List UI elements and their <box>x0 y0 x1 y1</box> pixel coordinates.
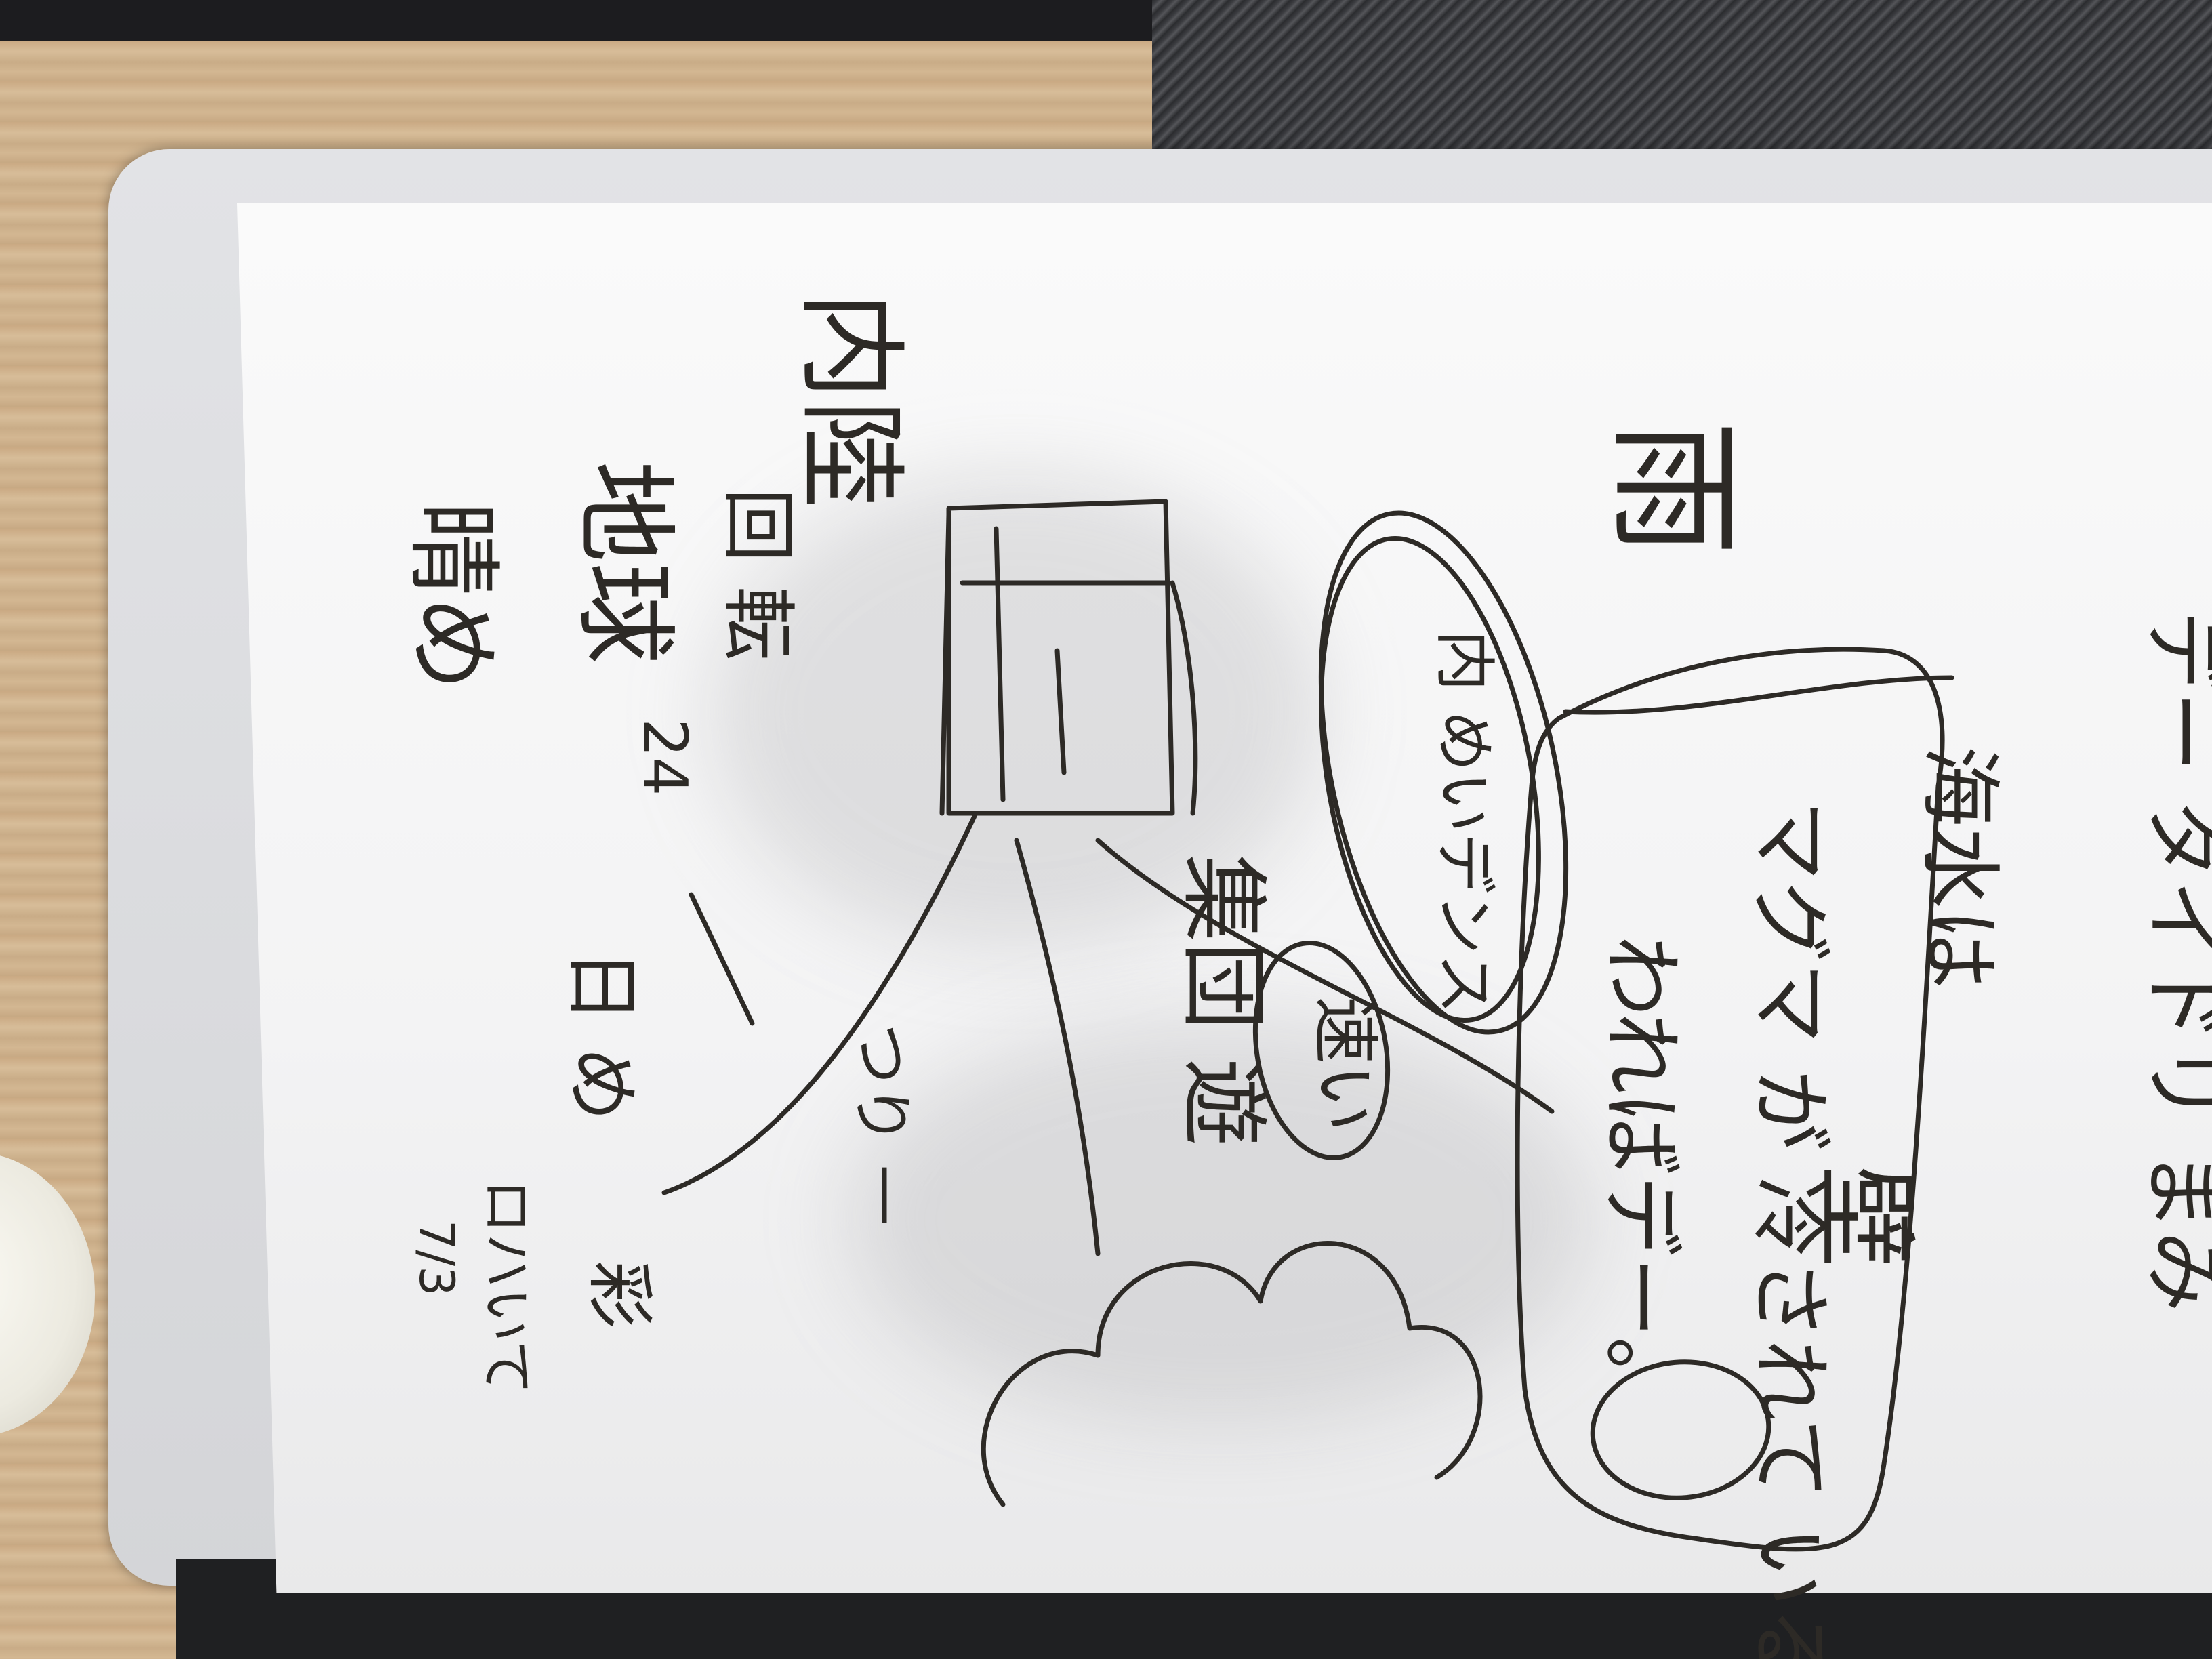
line3-text: わればデー。 <box>1593 935 1687 1418</box>
paper-sheet <box>237 203 2212 1593</box>
divider-slash <box>689 892 755 1026</box>
shuudan-text: 集団 遊 <box>1172 854 1275 1146</box>
tsuri-text: つり 一 <box>846 1023 917 1226</box>
arrow-line-1 <box>661 811 979 1195</box>
hayai-text: 速い <box>1305 996 1385 1132</box>
line1-text: 海水は <box>1912 745 2006 989</box>
heading-text: デー タイドリ まみ <box>2135 610 2212 1312</box>
sketch-box-arrow <box>1170 580 1198 816</box>
bubble-text: 内 めいデンス <box>1429 630 1500 1015</box>
pointer-line <box>1563 675 1954 715</box>
inner-circle <box>1590 1359 1771 1500</box>
small-circle <box>1252 941 1391 1160</box>
line2-text: マグマ が 冷されて いる <box>1742 800 1837 1659</box>
nichi-text: 日 め <box>558 949 645 1122</box>
kabe-text: 壁 <box>1805 1166 1923 1267</box>
date-text: 7/3 <box>409 1220 464 1296</box>
long-line <box>1095 838 1555 1114</box>
mae-text: 晴め <box>397 501 508 691</box>
cloud-shape <box>981 1241 1483 1507</box>
kunai-text: 内陸 <box>787 291 914 508</box>
sign-text: ロハいて <box>475 1179 538 1395</box>
fabric-background <box>1152 0 2212 176</box>
sign2-text: 彩 <box>580 1261 659 1328</box>
kaiyou-text: 回 転 <box>714 488 801 661</box>
chi-text: 地球 <box>565 461 683 664</box>
num24-text: 24 <box>629 718 700 796</box>
ame-text: 雨 <box>1594 420 1752 556</box>
rounded-frame <box>1515 647 1945 1552</box>
sketch-box <box>939 499 1175 816</box>
oval-bubble-inner <box>1319 536 1541 1023</box>
oval-bubble <box>1318 510 1569 1035</box>
arrow-line-2 <box>1014 838 1101 1256</box>
